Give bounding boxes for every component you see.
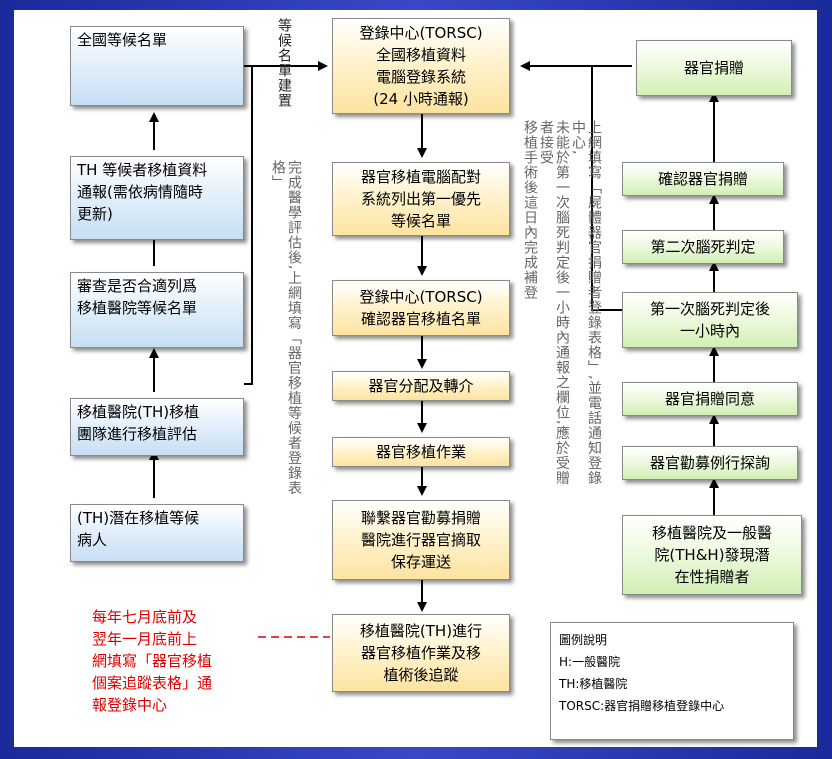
legend-th: TH:移植醫院 bbox=[559, 677, 628, 691]
donation-text: 器官捐贈 bbox=[683, 59, 744, 77]
waitlist-build-annotation: 等候名單建置 bbox=[276, 18, 292, 108]
review-text: 審查是否合適列爲 移植醫院等候名單 bbox=[77, 277, 198, 317]
national-waitlist-text: 全國等候名單 bbox=[77, 31, 168, 49]
allocation-box: 器官分配及轉介 bbox=[332, 371, 510, 401]
th-report-box: TH 等候者移植資料 通報(需依病情隨時 更新) bbox=[70, 156, 244, 240]
followup-text: 移植醫院(TH)進行 器官移植作業及移 植術後追蹤 bbox=[359, 622, 483, 684]
second-brain-death-text: 第二次腦死判定 bbox=[650, 238, 756, 256]
review-box: 審查是否合適列爲 移植醫院等候名單 bbox=[70, 272, 244, 348]
transplant-text: 器官移植作業 bbox=[375, 443, 466, 461]
connector-lines bbox=[149, 61, 719, 638]
donation-box: 器官捐贈 bbox=[636, 40, 792, 96]
online-fill-annotation: 上網填寫「屍體器官捐贈者登錄表格」,並電話通知登錄中心, 未能於第一次腦死判定後… bbox=[522, 120, 602, 486]
potential-patient-text: (TH)潛在移植等候 病人 bbox=[77, 509, 200, 549]
discover-donor-text: 移植醫院及一般醫 院(TH&H)發現潛 在性捐贈者 bbox=[651, 524, 772, 586]
transplant-box: 器官移植作業 bbox=[332, 437, 510, 467]
legend-box: 圖例說明 H:一般醫院 TH:移植醫院 TORSC:器官捐贈移植登錄中心 bbox=[550, 622, 794, 740]
torsc-system-box: 登錄中心(TORSC) 全國移植資料 電腦登錄系統 (24 小時通報) bbox=[332, 18, 510, 114]
legend-title: 圖例說明 bbox=[559, 633, 608, 647]
after-eval-annotation: 完成醫學評估後,上網填寫「器官移植等候者登錄表格」 bbox=[270, 160, 302, 496]
routine-inquiry-text: 器官勸募例行探詢 bbox=[649, 454, 770, 472]
flowchart-canvas: 全國等候名單 TH 等候者移植資料 通報(需依病情隨時 更新) 審查是否合適列爲… bbox=[14, 10, 817, 747]
procurement-box: 聯繫器官勸募捐贈 醫院進行器官摘取 保存運送 bbox=[332, 500, 510, 580]
discover-donor-box: 移植醫院及一般醫 院(TH&H)發現潛 在性捐贈者 bbox=[622, 515, 802, 595]
th-report-text: TH 等候者移植資料 通報(需依病情隨時 更新) bbox=[77, 161, 208, 223]
matching-text: 器官移植電腦配對 系統列出第一優先 等候名單 bbox=[360, 168, 481, 230]
followup-box: 移植醫院(TH)進行 器官移植作業及移 植術後追蹤 bbox=[332, 614, 510, 692]
second-brain-death-box: 第二次腦死判定 bbox=[622, 230, 784, 264]
tracking-report-note: 每年七月底前及 翌年一月底前上 網填寫「器官移植 個案追蹤表格」通 報登錄中心 bbox=[92, 608, 213, 714]
confirm-list-box: 登錄中心(TORSC) 確認器官移植名單 bbox=[332, 280, 510, 336]
donation-consent-text: 器官捐贈同意 bbox=[664, 390, 755, 408]
potential-patient-box: (TH)潛在移植等候 病人 bbox=[70, 504, 244, 562]
confirm-donation-box: 確認器官捐贈 bbox=[622, 162, 784, 196]
routine-inquiry-box: 器官勸募例行探詢 bbox=[622, 446, 798, 480]
team-eval-box: 移植醫院(TH)移植 團隊進行移植評估 bbox=[70, 398, 244, 456]
confirm-list-text: 登錄中心(TORSC) 確認器官移植名單 bbox=[359, 288, 483, 328]
allocation-text: 器官分配及轉介 bbox=[368, 377, 474, 395]
matching-box: 器官移植電腦配對 系統列出第一優先 等候名單 bbox=[332, 162, 510, 236]
torsc-system-text: 登錄中心(TORSC) 全國移植資料 電腦登錄系統 (24 小時通報) bbox=[359, 24, 483, 108]
first-brain-death-text: 第一次腦死判定後 一小時內 bbox=[649, 300, 770, 340]
donation-consent-box: 器官捐贈同意 bbox=[622, 382, 798, 416]
first-brain-death-box: 第一次腦死判定後 一小時內 bbox=[622, 292, 798, 348]
team-eval-text: 移植醫院(TH)移植 團隊進行移植評估 bbox=[77, 403, 200, 443]
legend-h: H:一般醫院 bbox=[559, 655, 621, 669]
national-waitlist-box: 全國等候名單 bbox=[70, 26, 244, 106]
procurement-text: 聯繫器官勸募捐贈 醫院進行器官摘取 保存運送 bbox=[360, 509, 481, 571]
legend-torsc: TORSC:器官捐贈移植登錄中心 bbox=[559, 699, 725, 713]
confirm-donation-text: 確認器官捐贈 bbox=[657, 170, 748, 188]
